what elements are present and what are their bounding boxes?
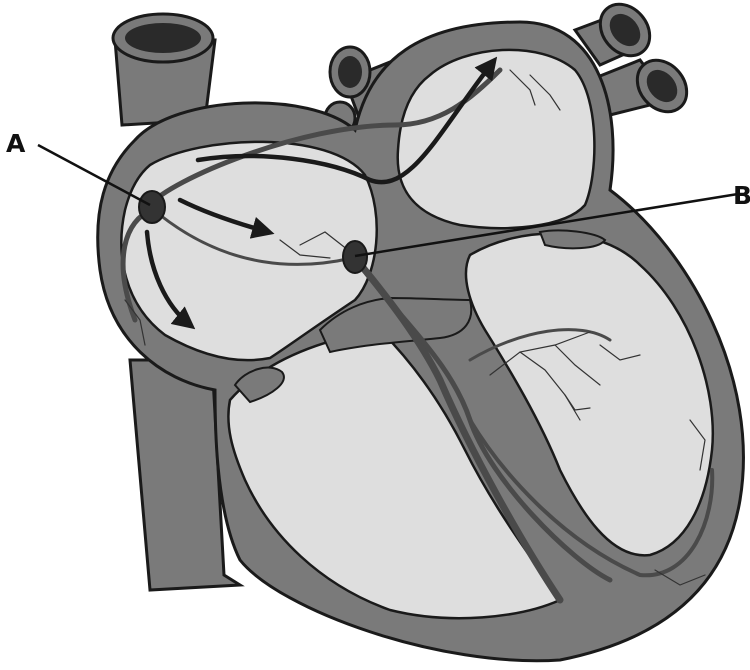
atrioventricular-node bbox=[343, 241, 367, 273]
superior-vena-cava-lumen bbox=[125, 23, 201, 53]
sinoatrial-node bbox=[139, 191, 165, 223]
label-a: A bbox=[6, 129, 26, 158]
label-b: B bbox=[733, 181, 750, 210]
